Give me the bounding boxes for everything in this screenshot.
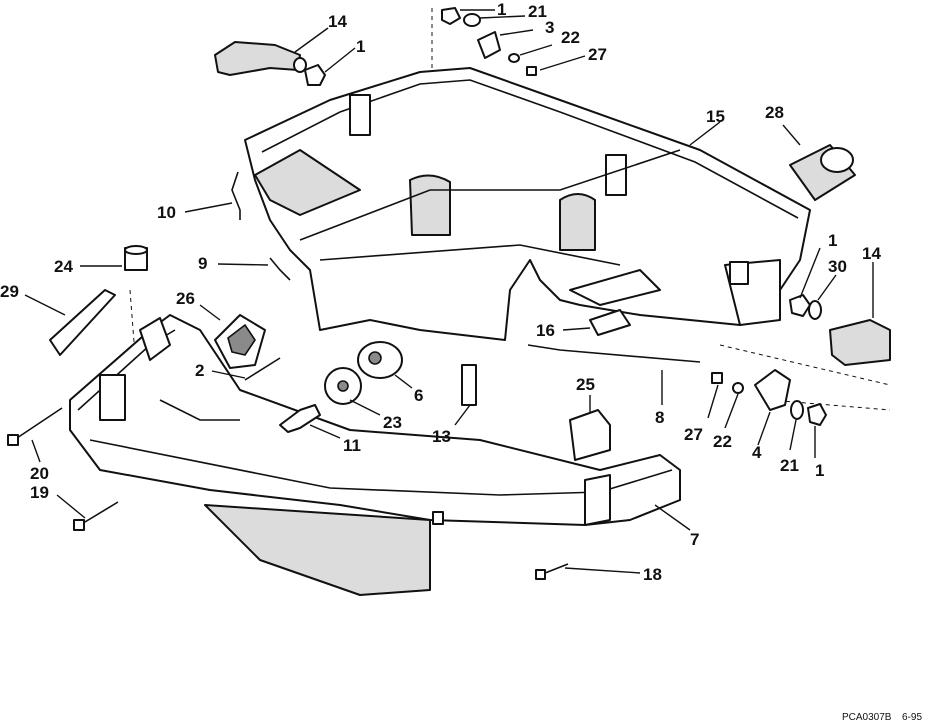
callout-20: 20 [30,464,49,483]
callout-1c: 1 [828,231,837,250]
callout-24: 24 [54,257,73,276]
callout-16: 16 [536,321,555,340]
washer-21-right [790,400,804,420]
callout-19: 19 [30,483,49,502]
figure-date: 6-95 [902,712,922,723]
callout-30: 30 [828,257,847,276]
screw-27-right [711,372,723,384]
stud-11 [279,404,321,433]
callout-6: 6 [414,386,423,405]
callout-21a: 21 [528,2,547,21]
callout-1a: 1 [356,37,365,56]
callout-18: 18 [643,565,662,584]
axis-line [769,399,891,411]
callout-28: 28 [765,103,784,122]
bolt-20 [7,407,63,446]
leader-lines [24,9,874,574]
bracket-25 [569,409,611,461]
callout-8: 8 [655,408,664,427]
clip-13 [461,364,477,406]
callout-23: 23 [383,413,402,432]
handle-14-left [214,41,307,76]
callout-11: 11 [343,436,361,455]
latch-26 [214,314,266,369]
axis-line [719,344,891,386]
washer-23 [324,367,362,405]
callout-4: 4 [752,443,762,462]
callout-labels: 14 1 1 21 3 22 27 15 28 10 9 24 29 26 2 … [0,0,881,584]
callout-7: 7 [690,530,699,549]
upper-cover [244,67,811,341]
callout-10: 10 [157,203,176,222]
callout-9: 9 [198,254,207,273]
washer-22-right [732,382,744,394]
callout-13: 13 [432,427,451,446]
trim-29 [49,289,116,356]
callout-14a: 14 [328,12,347,31]
callout-22a: 22 [561,28,580,47]
callout-29: 29 [0,282,19,301]
tube-28 [789,144,856,201]
pad-16 [589,309,631,336]
callout-14b: 14 [862,244,881,263]
small-hardware-top [441,7,537,76]
grommet-24 [124,245,148,271]
nut-1-right-lower [807,403,827,426]
callout-15: 15 [706,107,725,126]
callout-22b: 22 [713,432,732,451]
callout-27a: 27 [588,45,607,64]
spring-clip-10 [231,171,241,220]
washer-30 [808,300,822,320]
bolt-19 [73,501,119,531]
callout-25: 25 [576,375,595,394]
grommet-6 [357,341,403,379]
pin-2 [244,357,281,381]
spring-clip-9 [269,257,291,281]
callout-21b: 21 [780,456,799,475]
callout-1d: 1 [815,461,824,480]
lower-cover [69,314,681,596]
figure-code: PCA0307B [842,712,892,723]
nut-1-right-upper [789,294,811,317]
handle-14-right [829,319,891,366]
callout-26: 26 [176,289,195,308]
callout-27b: 27 [684,425,703,444]
bolt-18 [535,563,569,580]
callout-1b: 1 [497,0,506,19]
callout-3: 3 [545,18,554,37]
nut-1-upper [304,64,326,86]
wire-8 [527,344,701,363]
latch-4 [754,369,791,411]
callout-2: 2 [195,361,204,380]
